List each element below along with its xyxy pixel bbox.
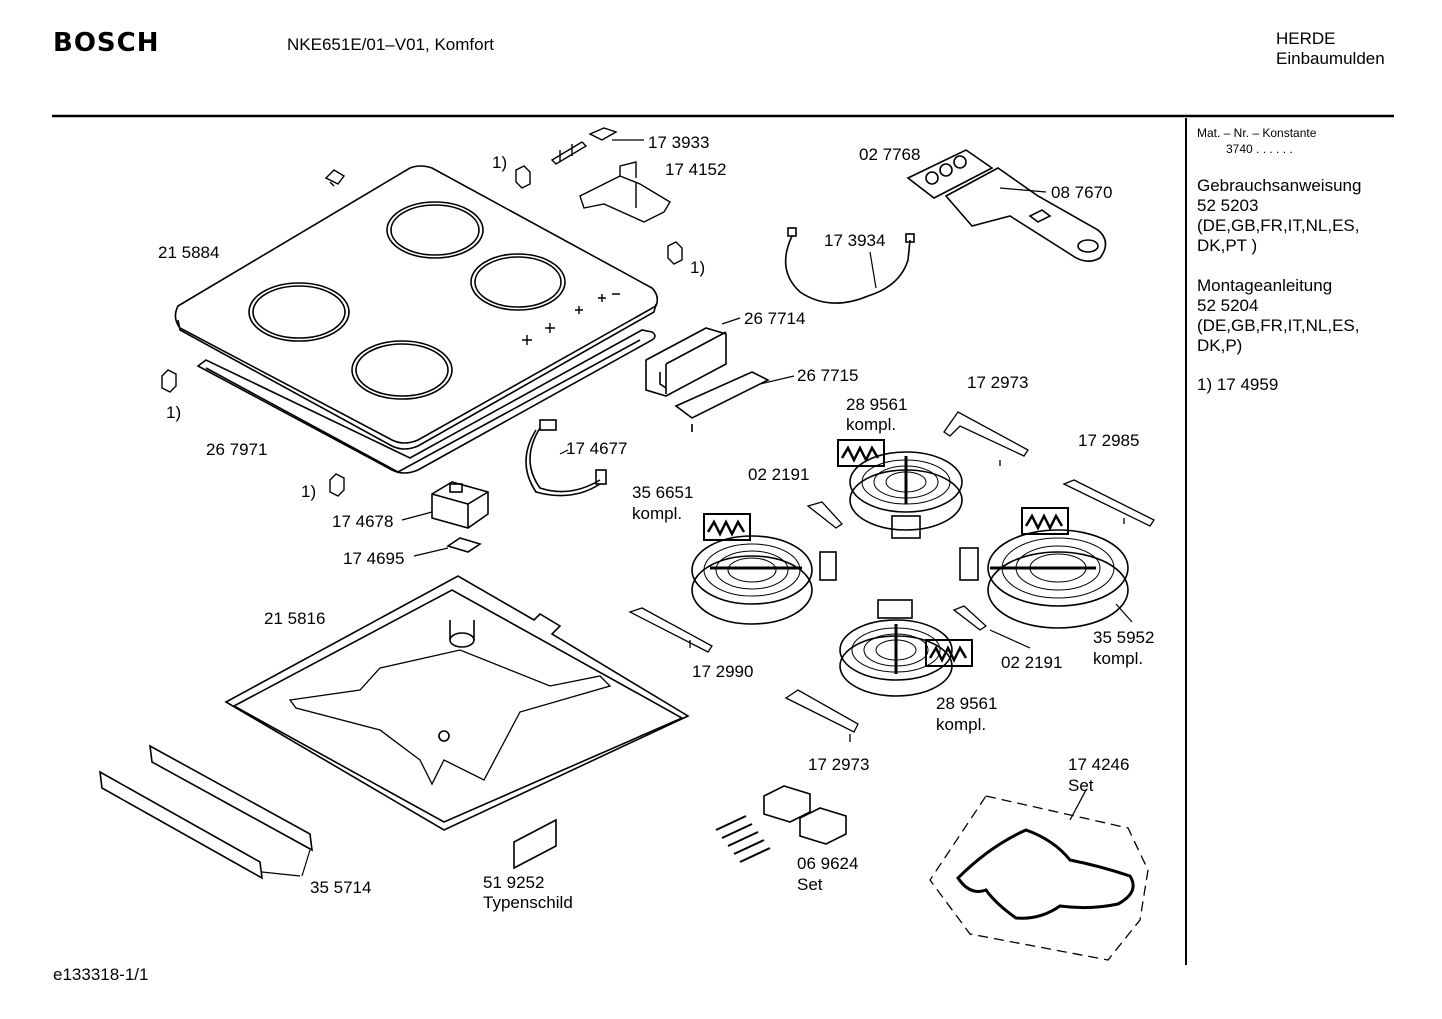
label-note1-top: 1): [492, 153, 508, 172]
switch-and-bracket: [550, 127, 671, 223]
brand-logo: BOSCH: [53, 28, 160, 58]
category-line2: Einbaumulden: [1276, 49, 1385, 68]
label-typenschild: Typenschild: [483, 893, 573, 912]
mat-label: Mat. – Nr. – Konstante: [1197, 126, 1317, 140]
label-355714: 35 5714: [310, 878, 372, 897]
label-087670: 08 7670: [1051, 183, 1113, 202]
label-215884: 21 5884: [158, 243, 220, 262]
label-set-069624: Set: [797, 875, 823, 894]
control-module: [645, 327, 727, 397]
label-174678: 17 4678: [332, 512, 394, 531]
gebrauch-langs1: (DE,GB,FR,IT,NL,ES,: [1197, 216, 1360, 235]
label-289561-bottom: 28 9561: [936, 694, 998, 713]
heating-element-left: [691, 535, 837, 625]
label-069624: 06 9624: [797, 854, 859, 873]
label-kompl-355952: kompl.: [1093, 649, 1144, 668]
category-line1: HERDE: [1276, 29, 1336, 48]
scraper-tool: [906, 149, 1107, 262]
label-174677: 17 4677: [566, 439, 628, 458]
label-289561-top: 28 9561: [846, 395, 908, 414]
label-172973-bottom: 17 2973: [808, 755, 870, 774]
label-215816: 21 5816: [264, 609, 326, 628]
wire-harness: [784, 227, 915, 304]
leader-lines: [401, 139, 1133, 649]
clip-parts: [161, 165, 683, 497]
label-174152: 17 4152: [665, 160, 727, 179]
label-173933: 17 3933: [648, 133, 710, 152]
gebrauch-number: 52 5203: [1197, 196, 1259, 215]
montage-langs1: (DE,GB,FR,IT,NL,ES,: [1197, 316, 1360, 335]
label-note1-right: 1): [690, 258, 706, 277]
brackets: [628, 411, 1155, 742]
label-set-174246: Set: [1068, 776, 1094, 795]
label-174695: 17 4695: [343, 549, 405, 568]
model-title: NKE651E/01–V01, Komfort: [287, 35, 494, 54]
relay-box: [431, 481, 489, 529]
mounting-rails: [99, 744, 313, 880]
label-267971: 26 7971: [206, 440, 268, 459]
label-172973-top: 17 2973: [967, 373, 1029, 392]
heating-symbol-icons: [703, 439, 1069, 667]
gebrauch-langs2: DK,PT ): [1197, 236, 1258, 255]
heating-element-rear: [849, 451, 963, 539]
label-173934: 17 3934: [824, 231, 886, 250]
heating-element-right: [959, 529, 1129, 629]
label-519252: 51 9252: [483, 873, 545, 892]
label-356651: 35 6651: [632, 483, 694, 502]
label-174246: 17 4246: [1068, 755, 1130, 774]
label-note1-left: 1): [166, 403, 182, 422]
wiring-loom: [525, 419, 607, 497]
label-172985: 17 2985: [1078, 431, 1140, 450]
label-kompl-289561-top: kompl.: [846, 415, 897, 434]
bottom-tray: [224, 575, 690, 831]
mat-value: 3740 . . . . . .: [1226, 142, 1293, 156]
type-plate: [513, 818, 557, 870]
cooktop-glass-top: [174, 165, 659, 450]
label-022191-bottom: 02 2191: [1001, 653, 1063, 672]
montage-number: 52 5204: [1197, 296, 1259, 315]
terminal-plate: [446, 537, 482, 553]
label-355952: 35 5952: [1093, 628, 1155, 647]
label-note1-bottom: 1): [301, 482, 317, 501]
circuit-strip: [674, 371, 770, 432]
gebrauch-title: Gebrauchsanweisung: [1197, 176, 1362, 195]
label-022191-top: 02 2191: [748, 465, 810, 484]
connector-set: [715, 785, 847, 863]
montage-title: Montageanleitung: [1197, 276, 1333, 295]
label-027768: 02 7768: [859, 145, 921, 164]
document-id: e133318-1/1: [53, 965, 149, 984]
label-172990: 17 2990: [692, 662, 754, 681]
label-kompl-356651: kompl.: [632, 504, 683, 523]
heating-element-front: [839, 599, 953, 697]
cable-set: [929, 789, 1149, 961]
label-kompl-289561-bottom: kompl.: [936, 715, 987, 734]
seal-frame: [196, 329, 656, 474]
footnote-part: 1) 17 4959: [1197, 375, 1279, 394]
label-267714: 26 7714: [744, 309, 806, 328]
montage-langs2: DK,P): [1197, 336, 1243, 355]
label-267715: 26 7715: [797, 366, 859, 385]
